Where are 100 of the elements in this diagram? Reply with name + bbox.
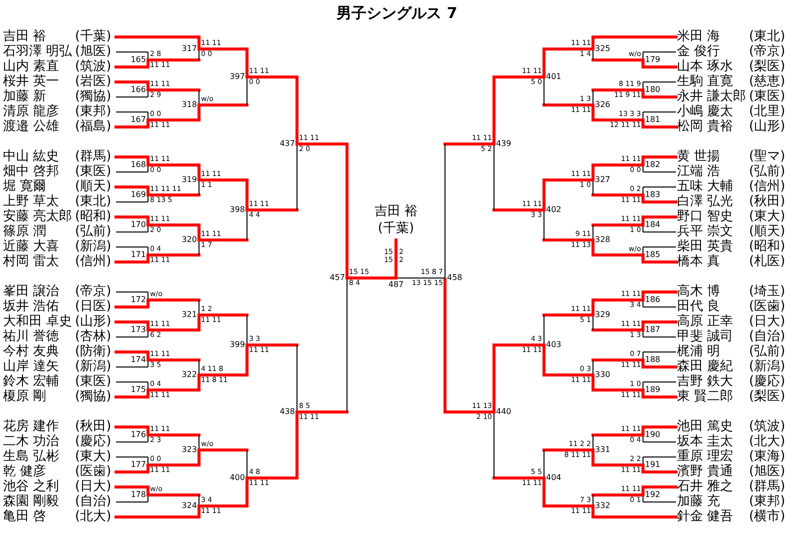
affiliation-label: (昭和)	[749, 239, 786, 254]
player-name: 加藤 充	[677, 494, 720, 510]
bracket-line	[642, 290, 678, 300]
bracket-line	[642, 352, 676, 360]
affiliation-label: (聖マ)	[749, 149, 786, 164]
match-number: 440	[496, 408, 512, 416]
player-name: 永井 謙太郎	[677, 89, 746, 104]
bracket-line	[642, 156, 678, 165]
player-name: 池谷 之利	[3, 479, 60, 494]
player-name: 近藤 大喜	[3, 239, 60, 254]
player-name: 濱野 貴通	[677, 464, 734, 479]
bracket-line	[114, 465, 150, 474]
player-name: 山本 琢水	[677, 59, 734, 74]
bracket-line	[642, 120, 678, 128]
bracket-line	[642, 382, 676, 390]
bracket-line	[642, 186, 676, 196]
affiliation-label: (新潟)	[749, 359, 786, 374]
match-number: 400	[230, 474, 245, 482]
player-name: 米田 海	[677, 29, 720, 44]
affiliation-label: (昭和)	[75, 209, 112, 224]
bracket-line	[542, 178, 594, 210]
affiliation-label: (慈恵)	[749, 74, 786, 89]
match-number: 187	[645, 326, 660, 334]
match-number: 191	[645, 461, 660, 469]
player-name: 高木 博	[677, 284, 720, 299]
player-name: 亀田 啓	[3, 509, 46, 525]
bracket-line	[246, 412, 298, 480]
bracket-line	[146, 88, 200, 106]
match-number: 173	[130, 326, 146, 334]
bracket-line	[246, 344, 298, 412]
bracket-line	[114, 426, 150, 435]
affiliation-label: (医歯)	[749, 299, 786, 314]
bracket-line	[116, 90, 148, 98]
player-name: 黄 世揚	[677, 149, 720, 164]
bracket-line	[592, 180, 644, 196]
bracket-line	[592, 240, 644, 256]
bracket-line	[592, 224, 644, 240]
bracket-line	[492, 412, 546, 480]
bracket-line	[146, 358, 200, 376]
match-number: 437	[280, 140, 295, 148]
bracket-line	[642, 52, 676, 60]
affiliation-label: (新潟)	[75, 239, 112, 254]
match-number: 330	[595, 371, 610, 379]
affiliation-label: (東邦)	[75, 104, 112, 119]
bracket-line	[198, 478, 248, 508]
affiliation-label: (北大)	[75, 509, 112, 525]
player-name: 桜井 英一	[3, 74, 60, 89]
affiliation-label: (福島)	[75, 119, 112, 135]
player-name: 五味 大輔	[677, 179, 734, 194]
player-name: 生駒 直寛	[677, 74, 734, 89]
player-name: 加藤 新	[3, 89, 46, 104]
match-number: 180	[645, 86, 660, 94]
player-name: 重原 理宏	[677, 449, 734, 464]
bracket-line	[492, 344, 546, 412]
match-number: 184	[645, 221, 660, 229]
bracket-line	[146, 375, 200, 392]
bracket-line	[116, 246, 148, 256]
match-number: 332	[595, 502, 610, 510]
bracket-line	[246, 76, 298, 144]
bracket-line	[642, 486, 678, 495]
bracket-line	[146, 450, 200, 466]
match-number: 166	[130, 86, 146, 94]
match-number: 167	[130, 116, 146, 124]
bracket-line	[592, 506, 678, 518]
bracket-line	[198, 76, 248, 106]
match-number: 324	[182, 502, 197, 510]
bracket-line	[592, 88, 644, 106]
player-name: 東 賢二郎	[677, 389, 734, 405]
bracket-line	[592, 164, 644, 180]
bracket-line	[642, 320, 678, 330]
bracket-line	[642, 112, 676, 120]
match-number: 174	[130, 356, 146, 364]
bracket-line	[642, 426, 678, 435]
player-name: 畑中 啓邦	[3, 164, 60, 179]
player-name: 柴田 英貴	[677, 239, 734, 254]
match-number: 329	[595, 311, 610, 319]
match-number: 188	[645, 356, 660, 364]
bracket-line	[198, 48, 248, 77]
bracket-line	[114, 36, 200, 49]
match-number: 192	[645, 491, 660, 499]
bracket-line	[642, 456, 676, 466]
player-name: 森園 剛毅	[3, 494, 60, 510]
match-number: 325	[595, 45, 610, 53]
match-number: 186	[645, 296, 660, 304]
match-number: 170	[130, 221, 146, 229]
player-name: 安藤 亮太郎	[3, 209, 72, 224]
match-number: 172	[130, 296, 146, 304]
player-name: 石羽澤 明弘	[3, 44, 72, 59]
affiliation-label: (山形)	[75, 314, 112, 329]
player-name: 大和田 卓史	[3, 314, 72, 329]
affiliation-label: (弘前)	[75, 224, 112, 239]
affiliation-label: (東北)	[749, 29, 786, 44]
match-number: 178	[130, 491, 146, 499]
bracket-line	[642, 60, 678, 68]
bracket-line	[114, 216, 150, 225]
match-number: 190	[645, 431, 660, 439]
affiliation-label: (日大)	[75, 479, 112, 494]
match-number: 323	[182, 446, 197, 454]
bracket-line	[542, 345, 594, 376]
affiliation-label: (東医)	[75, 374, 112, 389]
